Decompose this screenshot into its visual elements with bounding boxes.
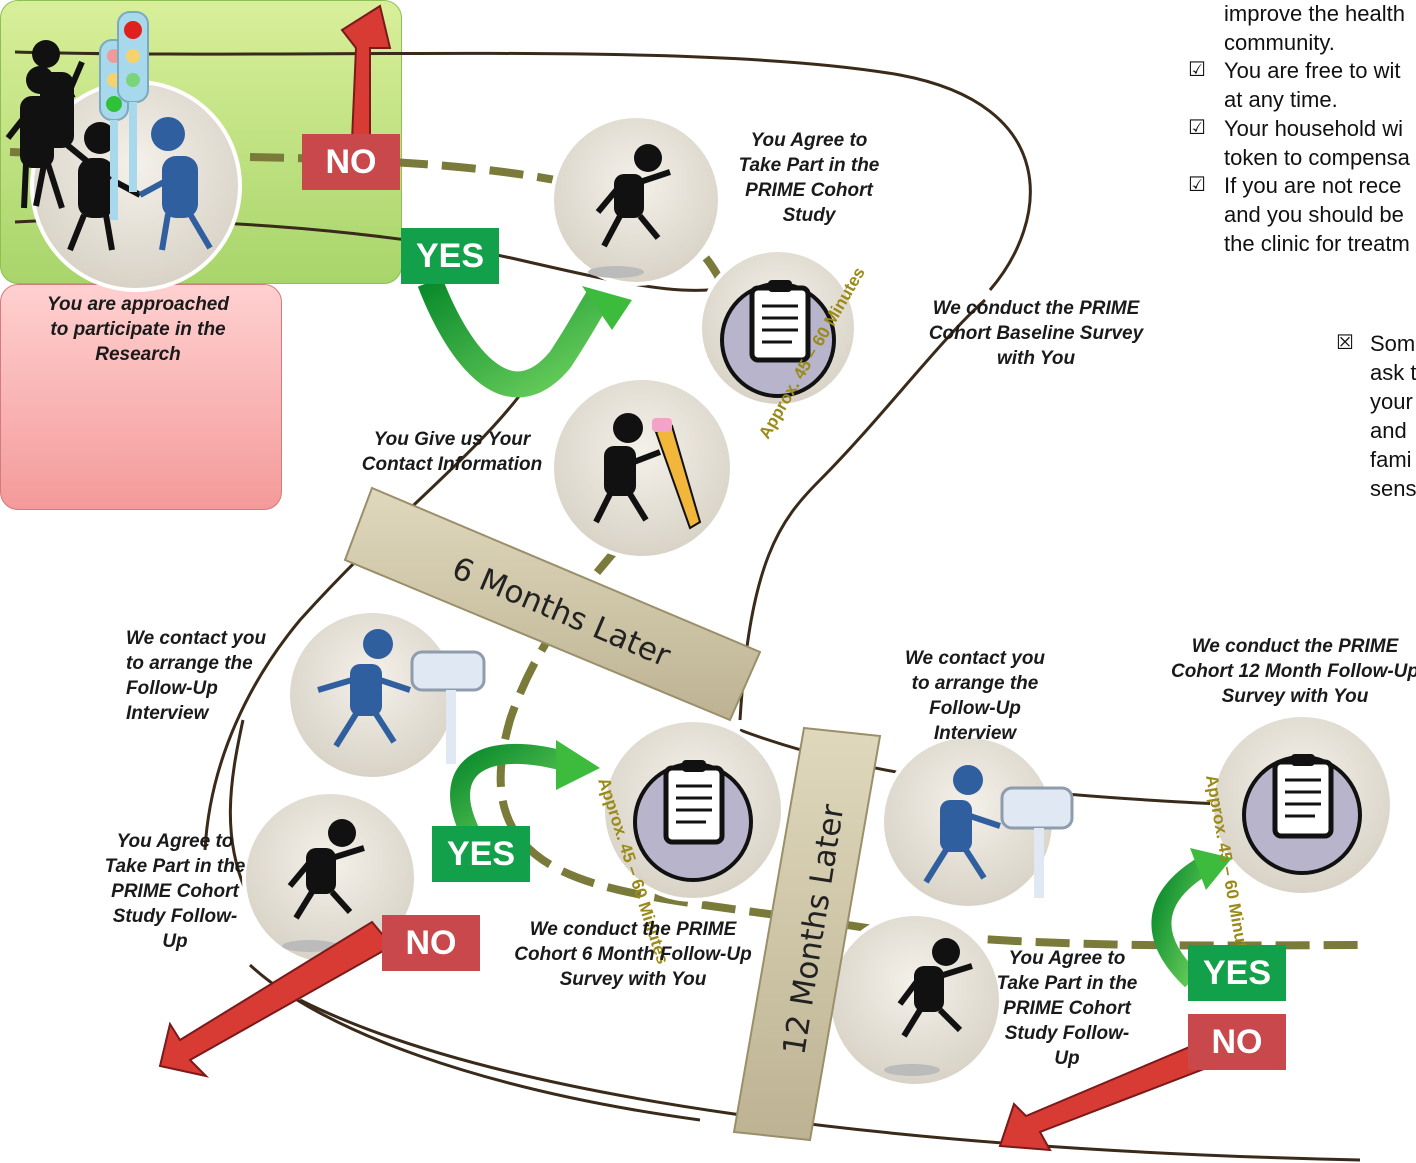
yes-badge: YES xyxy=(1188,945,1286,1001)
clipboard-icon xyxy=(1242,754,1362,875)
step-label-contact2: We contact you to arrange the Follow-Up … xyxy=(904,648,1046,744)
checkbox-crossed-icon: ☒ xyxy=(1336,330,1354,354)
step-label-contact-info: You Give us Your Contact Information xyxy=(361,429,543,475)
clipboard-icon xyxy=(720,280,836,398)
green-panel-line: token to compensa xyxy=(1224,145,1410,170)
green-panel-line: and you should be xyxy=(1224,202,1404,227)
green-panel-line: community. xyxy=(1224,30,1335,55)
yes-arrows xyxy=(417,277,1232,988)
red-panel-line: fami xyxy=(1370,447,1412,472)
yes-badge: YES xyxy=(401,228,499,284)
info-panel-red xyxy=(0,11,282,510)
step-label-agree3: You Agree to Take Part in the PRIME Coho… xyxy=(996,948,1138,1069)
jumping-figure-icon xyxy=(884,938,973,1076)
no-badge: NO xyxy=(302,134,400,190)
green-panel-line: improve the health xyxy=(1224,1,1405,26)
green-panel-line: at any time. xyxy=(1224,87,1338,112)
step-label-baseline: We conduct the PRIME Cohort Baseline Sur… xyxy=(928,298,1144,369)
red-panel-line: and xyxy=(1370,418,1407,443)
jumping-figure-icon xyxy=(588,144,671,278)
yes-badge: YES xyxy=(432,826,530,882)
checkbox-checked-icon: ☑ xyxy=(1188,115,1206,139)
no-badge: NO xyxy=(382,915,480,971)
red-panel-line: Som xyxy=(1370,331,1416,356)
step-label-agree1: You Agree to Take Part in the PRIME Coho… xyxy=(738,130,880,226)
step-label-approached: You are approached to participate in the… xyxy=(47,294,229,365)
green-panel-line: You are free to wit xyxy=(1224,58,1401,83)
checkbox-checked-icon: ☑ xyxy=(1188,57,1206,81)
mailbox-courier-icon xyxy=(317,629,486,764)
step-label-agree2: You Agree to Take Part in the PRIME Coho… xyxy=(104,831,246,952)
jumping-figure-icon xyxy=(282,819,365,952)
checkbox-checked-icon: ☑ xyxy=(1188,172,1206,196)
red-panel-line: ask t xyxy=(1370,360,1416,385)
red-panel-line: sens xyxy=(1370,476,1416,501)
info-panel-green xyxy=(0,0,402,284)
green-panel-line: Your household wi xyxy=(1224,116,1403,141)
mailbox-courier-icon xyxy=(923,765,1074,898)
red-panel-line: your xyxy=(1370,389,1413,414)
step-label-survey6: We conduct the PRIME Cohort 6 Month Foll… xyxy=(514,919,752,990)
step-label-survey12: We conduct the PRIME Cohort 12 Month Fol… xyxy=(1170,636,1416,707)
clipboard-icon xyxy=(633,760,753,882)
no-arrows xyxy=(158,4,1224,1152)
pencil-writing-icon xyxy=(593,413,702,530)
step-label-contact1: We contact you to arrange the Follow-Up … xyxy=(126,628,267,724)
green-panel-line: If you are not rece xyxy=(1224,173,1402,198)
circle-contact-info xyxy=(550,376,734,560)
no-badge: NO xyxy=(1188,1014,1286,1070)
green-panel-line: the clinic for treatm xyxy=(1224,231,1410,256)
